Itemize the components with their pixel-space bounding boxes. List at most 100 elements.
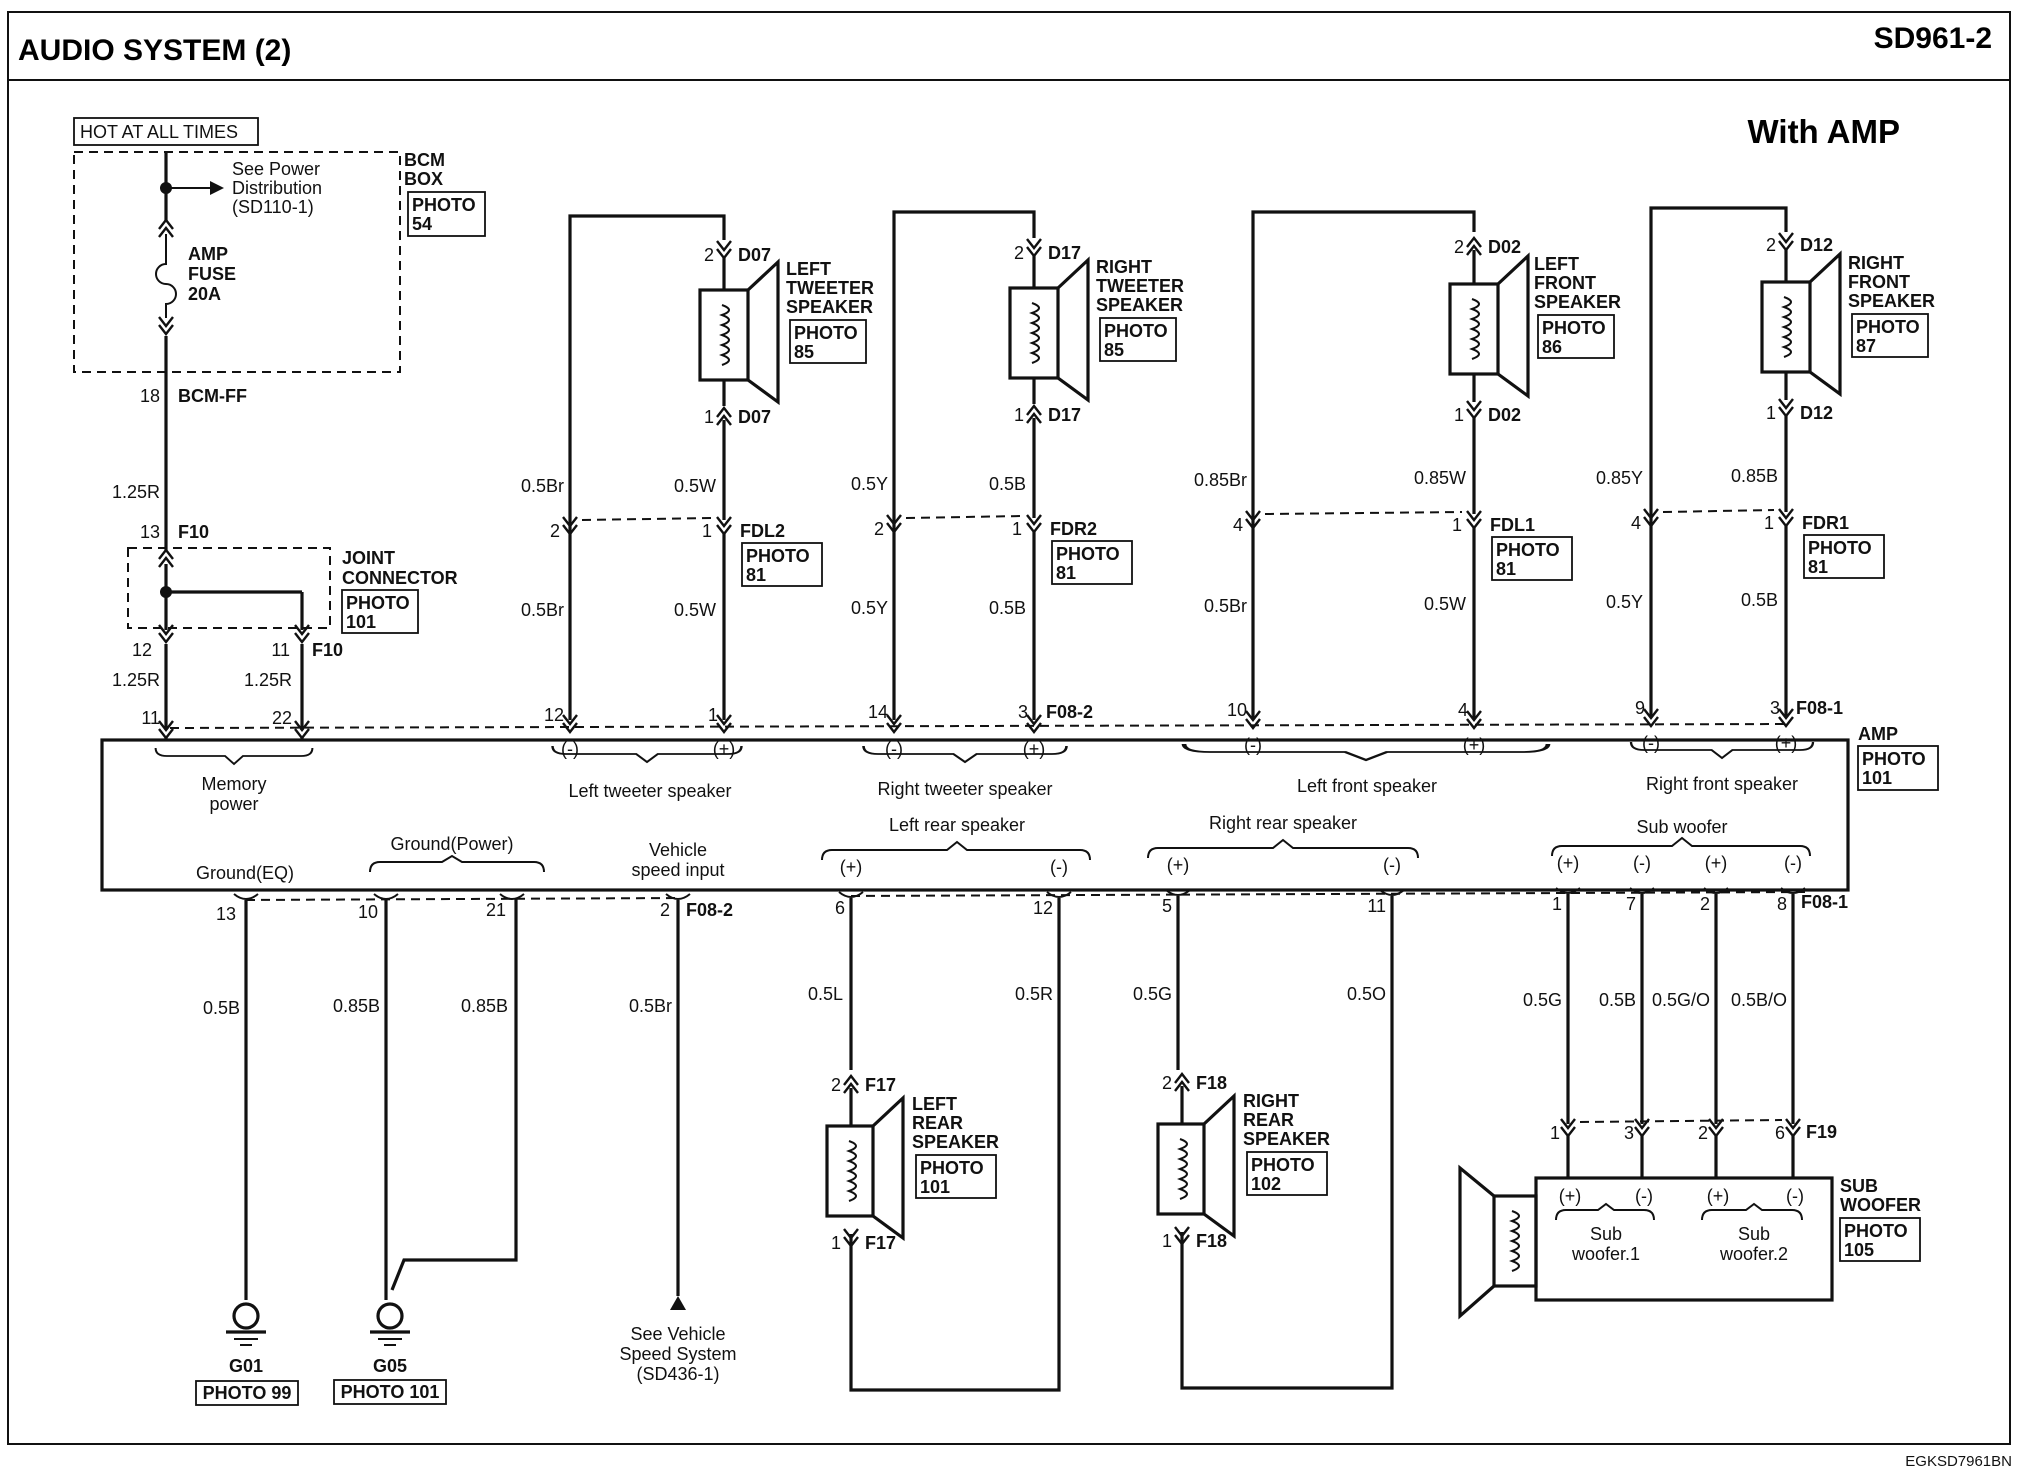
bcm-label-2: BOX [404,169,443,189]
lf-connector-top: D02 [1488,237,1521,257]
diagram-code: SD961-2 [1874,22,1992,55]
lt-photo: PHOTO [794,323,858,343]
amp-pin-6: 6 [835,898,845,918]
lt-amp-pin-left: 12 [544,705,564,725]
amp-box [100,738,1850,892]
rf-plus: (+) [1775,733,1798,753]
rf-wire-right: 0.85B [1731,466,1778,486]
vss-arrow-icon [670,1296,686,1310]
amp-pin-2: 2 [660,900,670,920]
left-tweeter-circuit: 2 D07 1 D07 LEFT TWEETER SPEAKER PHOTO 8… [521,214,874,734]
lt-wire-left-2: 0.5Br [521,600,564,620]
bcm-ff-connector: BCM-FF [178,386,247,406]
pin-11-joint: 11 [271,640,290,660]
rt-name-2: TWEETER [1096,276,1184,296]
rf-name: RIGHT [1848,253,1904,273]
left-tweeter-speaker-label: Left tweeter speaker [568,781,731,801]
lr-pin-top: 2 [831,1075,841,1095]
amp-pin-5: 5 [1162,896,1172,916]
pin-18: 18 [140,386,160,406]
rf-amp-pin-left: 9 [1635,698,1645,718]
vehicle-speed-input-label: Vehicle [649,840,707,860]
rf-jpin-right: 1 [1764,513,1774,533]
bcm-photo-num: 54 [412,214,432,234]
wire-g05-a: 0.85B [333,996,380,1016]
rf-jphoto-num: 81 [1808,557,1828,577]
sw-wire-3: 0.5G/O [1652,990,1710,1010]
rt-amp-pin-left: 14 [868,702,888,722]
rf-wire-right-2: 0.5B [1741,590,1778,610]
lr-plus: (+) [840,857,863,877]
lr-wire-b: 0.5R [1015,984,1053,1004]
vss-reference: See Vehicle [630,1324,725,1344]
sw-minus-1: (-) [1633,853,1651,873]
ground-g05-icon [376,1302,404,1330]
lf-plus: (+) [1463,735,1486,755]
lr-connector-top: F17 [865,1075,896,1095]
f10-connector-2: F10 [312,640,343,660]
rr-name: RIGHT [1243,1091,1299,1111]
sw-box-minus-2: (-) [1786,1186,1804,1206]
sw-box-minus-1: (-) [1635,1186,1653,1206]
lf-jpin-left: 4 [1233,515,1243,535]
g01-photo: PHOTO 99 [203,1383,292,1403]
rt-pin-top: 2 [1014,243,1024,263]
bcm-photo: PHOTO [412,195,476,215]
rf-connector-bot: D12 [1800,403,1833,423]
sub-woofer-1-label-2: woofer.1 [1571,1244,1640,1264]
rf-name-2: FRONT [1848,272,1910,292]
sub-woofer-speaker-icon [1492,1194,1538,1288]
ground-power-label: Ground(Power) [390,834,513,854]
rf-connector-top: D12 [1800,235,1833,255]
lt-wire-right-2: 0.5W [674,600,716,620]
wire-g05-b: 0.85B [461,996,508,1016]
rt-plus: (+) [1023,739,1046,759]
lt-jphoto-num: 81 [746,565,766,585]
rt-pin-bot: 1 [1014,405,1024,425]
sub-woofer-2-label: Sub [1738,1224,1770,1244]
lf-pin-bot: 1 [1454,405,1464,425]
left-rear-speaker-label: Left rear speaker [889,815,1025,835]
lr-pin-bot: 1 [831,1233,841,1253]
lr-name: LEFT [912,1094,957,1114]
lf-wire-left-2: 0.5Br [1204,596,1247,616]
amp-f08-1: F08-1 [1801,892,1848,912]
rt-wire-right: 0.5B [989,474,1026,494]
ground-eq-label: Ground(EQ) [196,863,294,883]
rf-photo-num: 87 [1856,336,1876,356]
see-power-text-3: (SD110-1) [232,197,314,217]
sub-woofer-photo: PHOTO [1844,1221,1908,1241]
rt-wire-left-2: 0.5Y [851,598,888,618]
rr-pin-top: 2 [1162,1073,1172,1093]
rf-pin-top: 2 [1766,235,1776,255]
left-rear-speaker [825,1124,875,1218]
rt-joint-connector: FDR2 [1050,519,1097,539]
amp-pin-10: 10 [358,902,378,922]
ground-g05-label: G05 [373,1356,407,1376]
rr-minus: (-) [1383,855,1401,875]
lt-joint-connector: FDL2 [740,521,785,541]
right-rear-circuit: 5 11 0.5G 0.5O 2 F18 1 F18 RIGHT REAR SP… [1133,889,1405,1390]
amp-pin-12: 12 [1033,898,1053,918]
rf-jpin-left: 4 [1631,513,1641,533]
f10-connector: F10 [178,522,209,542]
rf-wire-left-2: 0.5Y [1606,592,1643,612]
rf-photo: PHOTO [1856,317,1920,337]
sub-woofer-2-label-2: woofer.2 [1719,1244,1788,1264]
sub-woofer-name-2: WOOFER [1840,1195,1921,1215]
hot-at-all-times-label: HOT AT ALL TIMES [80,122,238,142]
diagram-title: AUDIO SYSTEM (2) [18,34,291,67]
amp-unit: AMP PHOTO 101 Memory power Ground(EQ) Gr… [100,724,1939,892]
amp-pin-11: 11 [141,708,160,728]
rr-connector-bot: F18 [1196,1231,1227,1251]
lt-pin-bot: 1 [704,407,714,427]
sw-pin-6: 6 [1775,1123,1785,1143]
left-front-circuit: 2 D02 1 D02 LEFT FRONT SPEAKER PHOTO 86 … [1194,210,1621,730]
sw-minus-2: (-) [1784,853,1802,873]
lr-wire-a: 0.5L [808,984,843,1004]
lr-name-3: SPEAKER [912,1132,999,1152]
rt-connector-top: D17 [1048,243,1081,263]
lf-jphoto-num: 81 [1496,559,1516,579]
vss-reference-3: (SD436-1) [636,1364,719,1384]
